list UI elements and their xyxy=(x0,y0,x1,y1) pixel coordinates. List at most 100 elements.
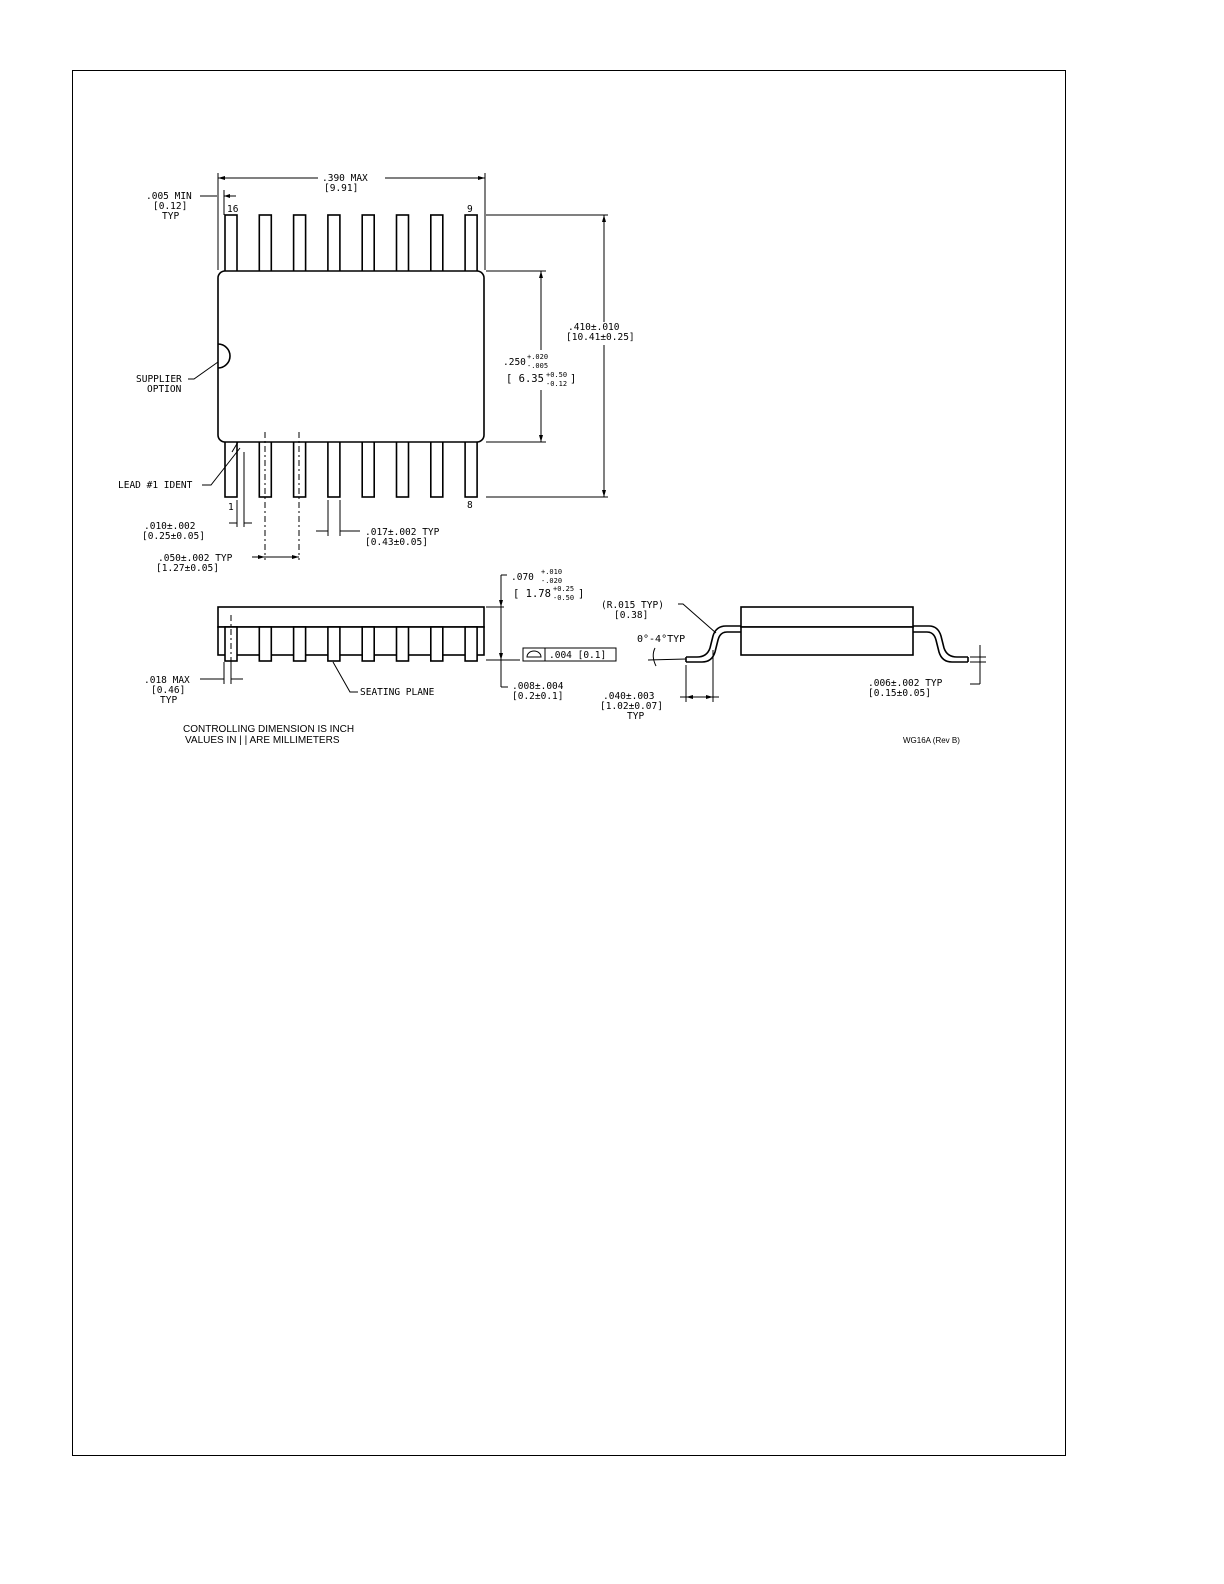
flatness-frame xyxy=(522,647,617,662)
side-lead xyxy=(327,626,341,662)
body-inch-plus: +.020 xyxy=(527,353,548,361)
arrow xyxy=(478,176,485,180)
page-frame xyxy=(72,70,1066,1456)
end-body-upper xyxy=(740,606,914,628)
foot-mm: [1.02±0.07] xyxy=(600,701,663,712)
height-mm-plus: +0.25 xyxy=(553,585,574,593)
side-lead xyxy=(258,626,273,662)
width-mm-label: [9.91] xyxy=(324,183,358,194)
body-mm-minus: -0.12 xyxy=(546,380,567,388)
bottom-lead xyxy=(395,439,410,498)
arrow xyxy=(686,695,693,699)
arrow xyxy=(602,215,606,222)
bottom-lead xyxy=(464,439,478,498)
foot-typ: TYP xyxy=(627,711,644,722)
left-gull-lead xyxy=(686,631,741,663)
body-mm-close: ] xyxy=(570,373,576,385)
side-body xyxy=(217,606,485,628)
flatness-icon xyxy=(526,650,542,658)
width-inch-label: .390 MAX xyxy=(322,173,368,184)
pin-8-label: 8 xyxy=(467,500,473,511)
lead-thick-inch: .017±.002 TYP xyxy=(365,527,440,538)
top-lead xyxy=(258,214,273,274)
bottom-lead xyxy=(429,439,444,498)
lead-width-inch: .010±.002 xyxy=(144,521,195,532)
side-lead xyxy=(429,626,444,662)
side-body-lower xyxy=(217,626,485,656)
lead-max-typ: TYP xyxy=(160,695,177,706)
top-lead xyxy=(361,214,376,274)
pitch-mm: [1.27±0.05] xyxy=(156,563,219,574)
overall-inch: .410±.010 xyxy=(568,322,620,333)
bottom-lead xyxy=(327,439,341,498)
end-body-lower xyxy=(740,626,914,656)
end-thick-mm: [0.15±0.05] xyxy=(868,688,931,699)
height-mm-minus: -0.50 xyxy=(553,594,574,602)
foot-inch: .040±.003 xyxy=(603,691,654,702)
body-mm-nom: [ 6.35 xyxy=(506,373,544,385)
arrow xyxy=(602,490,606,497)
note-line2: VALUES IN | | ARE MILLIMETERS xyxy=(185,735,340,746)
angle-arc xyxy=(652,647,657,667)
arrow xyxy=(539,271,543,278)
package-body xyxy=(217,270,485,443)
body-inch-nom: .250 xyxy=(503,357,526,368)
side-lead xyxy=(361,626,376,662)
side-lead xyxy=(395,626,410,662)
angle-label: 0°-4°TYP xyxy=(637,634,685,645)
lead-max-mm: [0.46] xyxy=(151,685,185,696)
top-lead xyxy=(327,214,341,274)
min-gap-typ: TYP xyxy=(162,211,179,222)
radius-inch: (R.015 TYP) xyxy=(601,600,664,611)
top-lead xyxy=(464,214,478,274)
note-line1: CONTROLLING DIMENSION IS INCH xyxy=(183,724,354,735)
arrow xyxy=(539,435,543,442)
flatness-value: .004 [0.1] xyxy=(549,650,606,661)
top-lead xyxy=(429,214,444,274)
side-leads xyxy=(224,626,478,662)
bottom-leads xyxy=(224,439,478,498)
notes: CONTROLLING DIMENSION IS INCH VALUES IN … xyxy=(183,724,960,746)
arrow xyxy=(258,555,265,559)
top-lead xyxy=(395,214,410,274)
top-lead xyxy=(224,214,238,274)
height-mm-close: ] xyxy=(578,588,584,600)
pin-16-label: 16 xyxy=(227,204,239,215)
height-inch-minus: -.020 xyxy=(541,577,562,585)
lead-width-mm: [0.25±0.05] xyxy=(142,531,205,542)
standoff-mm: [0.2±0.1] xyxy=(512,691,563,702)
body-mm-plus: +0.50 xyxy=(546,371,567,379)
leader xyxy=(202,447,241,486)
height-mm-nom: [ 1.78 xyxy=(513,588,551,600)
right-gull-lead xyxy=(913,625,968,658)
arrow xyxy=(499,653,503,660)
overall-mm: [10.41±0.25] xyxy=(566,332,635,343)
min-gap-mm: [0.12] xyxy=(153,201,187,212)
supplier-line2: OPTION xyxy=(147,384,182,395)
leader xyxy=(332,661,358,693)
arrow xyxy=(292,555,299,559)
pitch-inch: .050±.002 TYP xyxy=(158,553,233,564)
height-inch-plus: +.010 xyxy=(541,568,562,576)
bottom-lead xyxy=(292,439,307,498)
end-view: (R.015 TYP) [0.38] 0°-4°TYP .040±.003 [1… xyxy=(600,600,986,722)
pin-9-label: 9 xyxy=(467,204,473,215)
bottom-lead xyxy=(224,439,238,498)
leader xyxy=(188,361,219,380)
side-lead xyxy=(464,626,478,662)
side-lead xyxy=(292,626,307,662)
supplier-line1: SUPPLIER xyxy=(136,374,182,385)
lead1-bevel xyxy=(231,441,239,453)
arrow xyxy=(218,176,225,180)
top-view: .390 MAX [9.91] .005 MIN [0.12] TYP 16 9… xyxy=(118,173,635,574)
top-lead xyxy=(292,214,307,274)
right-gull-lead xyxy=(913,631,968,663)
radius-mm: [0.38] xyxy=(614,610,648,621)
arrow xyxy=(499,600,503,607)
height-inch-nom: .070 xyxy=(511,572,534,583)
lead-ident-label: LEAD #1 IDENT xyxy=(118,480,193,491)
angle-ref xyxy=(647,658,687,661)
seating-plane-label: SEATING PLANE xyxy=(360,687,435,698)
arrow xyxy=(706,695,713,699)
lead-thick-mm: [0.43±0.05] xyxy=(365,537,428,548)
